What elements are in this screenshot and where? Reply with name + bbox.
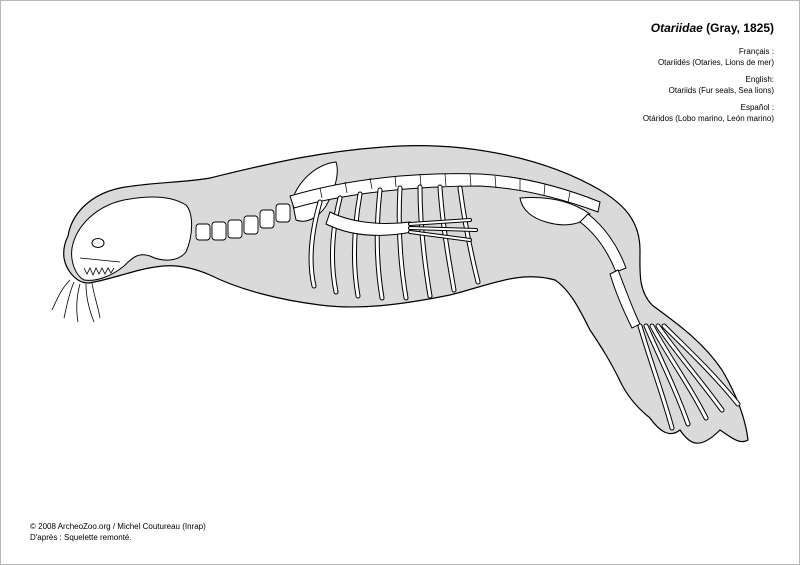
english-name: Otariids (Fur seals, Sea lions)	[668, 86, 774, 95]
name-spanish: Español : Otáridos (Lobo marino, León ma…	[414, 102, 774, 124]
eye-socket	[91, 238, 105, 248]
femur	[579, 213, 627, 273]
cervical-vertebrae	[195, 203, 291, 241]
credits: © 2008 ArcheoZoo.org / Michel Coutureau …	[30, 521, 206, 543]
whiskers	[51, 279, 101, 323]
spine	[289, 173, 601, 213]
vertebra-joints	[319, 173, 571, 204]
pelvis	[519, 197, 591, 226]
title-block: Otariidae (Gray, 1825) Français : Otarii…	[414, 20, 774, 130]
jaw-teeth	[79, 257, 121, 277]
tibia	[609, 269, 641, 329]
spanish-label: Español :	[740, 103, 774, 112]
french-label: Français :	[738, 47, 774, 56]
name-french: Français : Otariidés (Otaries, Lions de …	[414, 46, 774, 68]
species-title: Otariidae (Gray, 1825)	[414, 20, 774, 36]
front-flipper-digits-inner	[409, 219, 477, 241]
source-line: D'après : Squelette remonté.	[30, 533, 132, 542]
hind-flipper-digits-inner	[638, 324, 740, 430]
french-name: Otariidés (Otaries, Lions de mer)	[657, 58, 774, 67]
english-label: English:	[745, 75, 774, 84]
spanish-name: Otáridos (Lobo marino, León marino)	[642, 114, 774, 123]
taxon-authority: (Gray, 1825)	[706, 21, 774, 35]
taxon-name: Otariidae	[650, 21, 703, 35]
skull	[71, 196, 193, 281]
name-english: English: Otariids (Fur seals, Sea lions)	[414, 74, 774, 96]
copyright-line: © 2008 ArcheoZoo.org / Michel Coutureau …	[30, 522, 206, 531]
